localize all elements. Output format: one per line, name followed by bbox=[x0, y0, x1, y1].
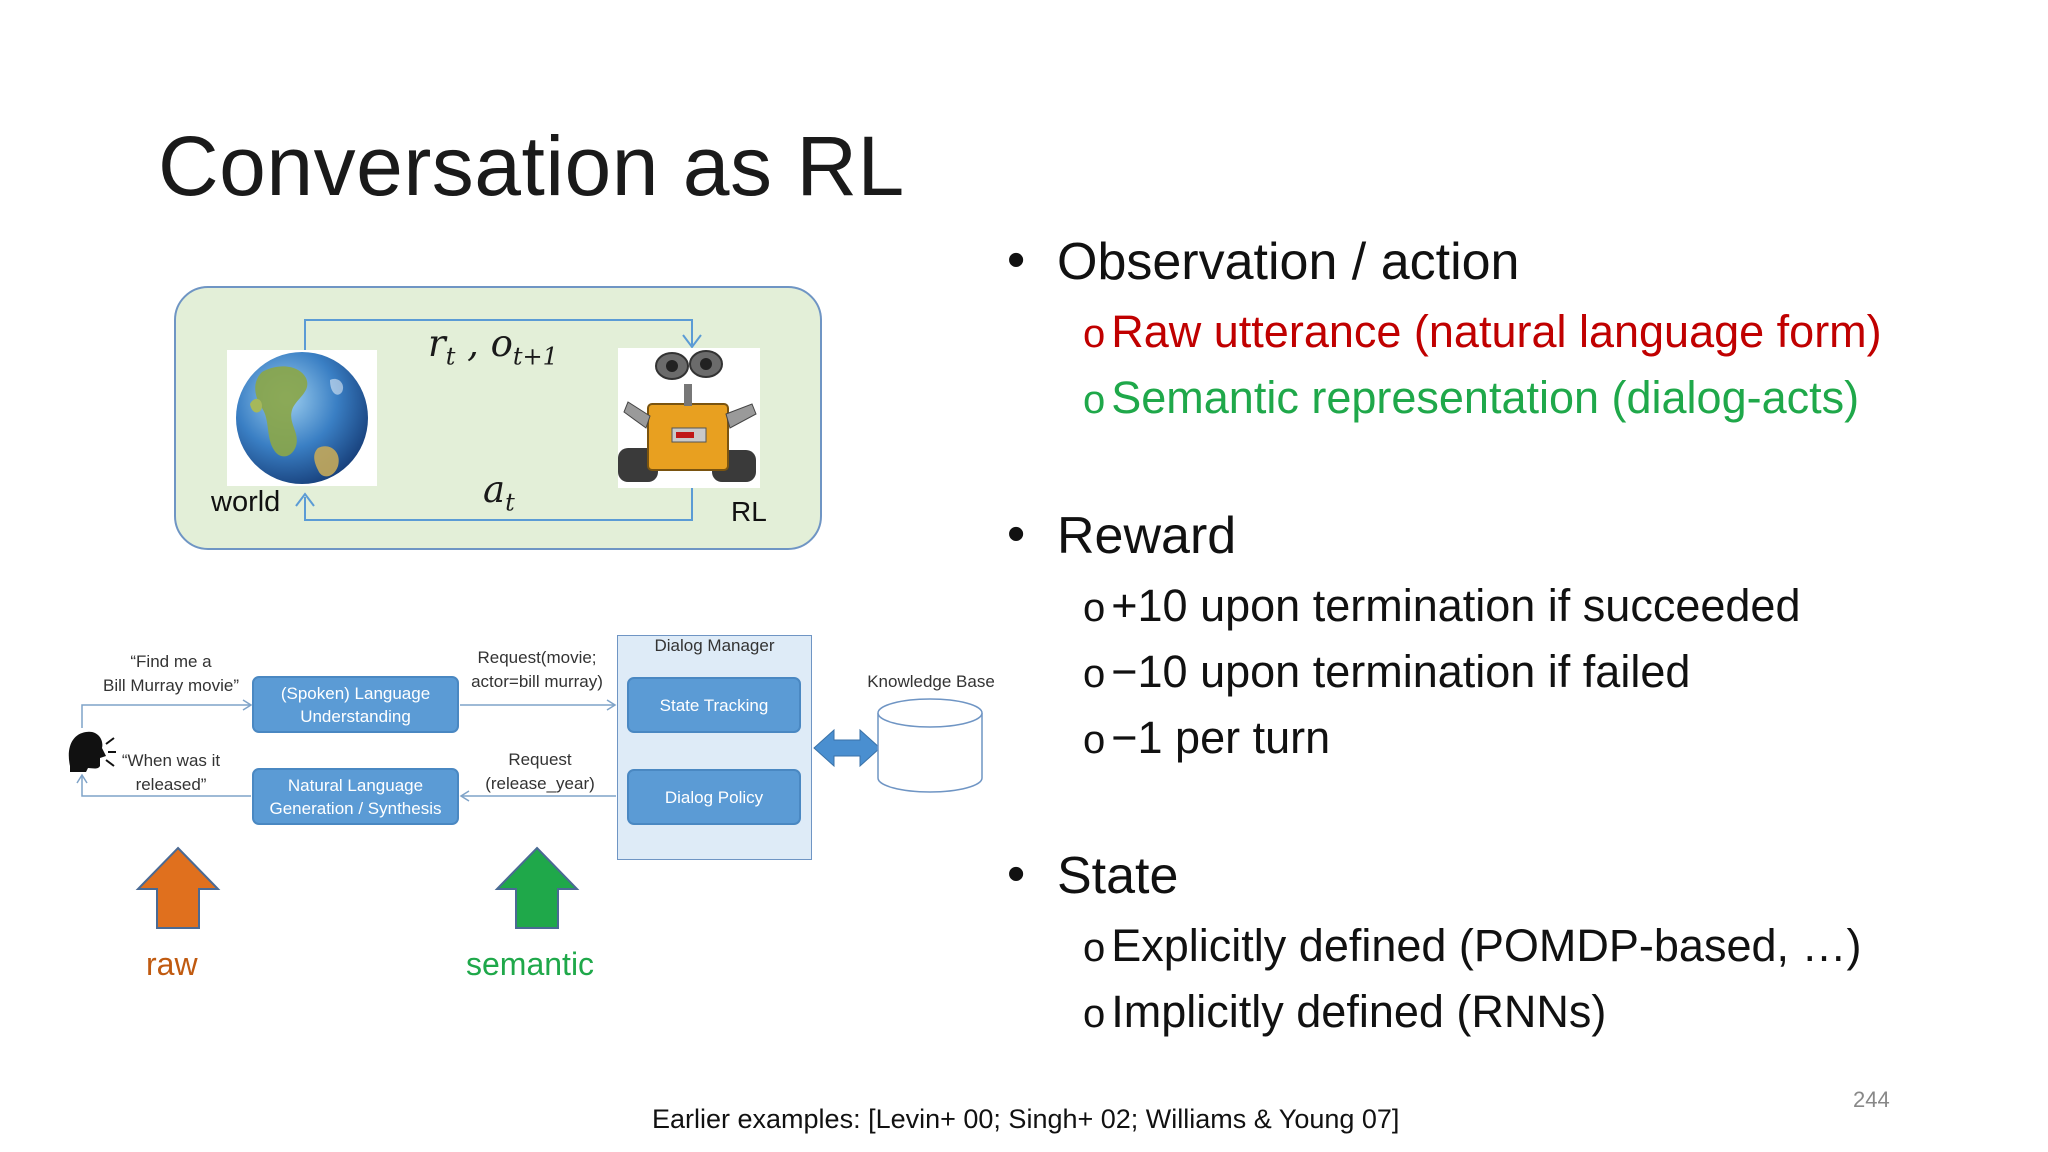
globe-icon bbox=[227, 350, 377, 486]
sub-bullet-reward-failure: o−10 upon termination if failed bbox=[1083, 646, 1691, 697]
user-quote-2: “When was it released” bbox=[121, 751, 221, 794]
dialog-policy-box: Dialog Policy bbox=[627, 769, 801, 825]
observation-arrow bbox=[304, 319, 693, 352]
bullet-state: • State bbox=[1007, 845, 1179, 905]
rl-label: RL bbox=[731, 496, 767, 527]
robot-icon bbox=[618, 348, 760, 488]
language-generation-box: Natural Language Generation / Synthesis bbox=[252, 768, 459, 825]
knowledge-base-label: Knowledge Base bbox=[867, 672, 995, 691]
user-quote-1: “Find me a Bill Murray movie” bbox=[102, 652, 240, 695]
slide-title: Conversation as RL bbox=[158, 119, 905, 213]
nlg-line-2: Generation / Synthesis bbox=[269, 798, 442, 818]
action-label: at bbox=[483, 468, 515, 517]
footnote-citations: Earlier examples: [Levin+ 00; Singh+ 02;… bbox=[652, 1104, 1400, 1134]
reward-observation-label: rt , ot+1 bbox=[428, 322, 558, 371]
request-semantic-2: Request (release_year) bbox=[485, 750, 595, 793]
state-tracking-box: State Tracking bbox=[627, 677, 801, 733]
kb-double-arrow bbox=[813, 728, 881, 768]
bullet-reward: • Reward bbox=[1007, 505, 1237, 565]
sub-bullet-reward-per-turn: o−1 per turn bbox=[1083, 712, 1331, 763]
page-number: 244 bbox=[1853, 1087, 1890, 1112]
slu-line-1: (Spoken) Language bbox=[280, 683, 431, 703]
action-arrow bbox=[304, 488, 693, 521]
world-label: world bbox=[211, 486, 281, 518]
semantic-up-arrow bbox=[494, 846, 580, 929]
slu-line-2: Understanding bbox=[300, 706, 411, 726]
sub-bullet-reward-success: o+10 upon termination if succeeded bbox=[1083, 580, 1801, 631]
request-semantic-1: Request(movie; actor=bill murray) bbox=[471, 648, 603, 691]
dialog-manager-title: Dialog Manager bbox=[654, 636, 775, 655]
language-understanding-box: (Spoken) Language Understanding bbox=[252, 676, 459, 733]
speaker-icon bbox=[66, 730, 116, 772]
bullet-dot: • bbox=[1007, 231, 1026, 289]
semantic-label: semantic bbox=[466, 946, 595, 982]
raw-up-arrow bbox=[135, 846, 221, 929]
nlg-line-1: Natural Language bbox=[287, 775, 424, 795]
raw-label: raw bbox=[146, 946, 198, 982]
bullet-observation-action: • Observation / action bbox=[1007, 231, 1520, 291]
database-icon bbox=[877, 698, 983, 793]
bullet-dot: • bbox=[1007, 845, 1026, 903]
bullet-dot: • bbox=[1007, 505, 1026, 563]
